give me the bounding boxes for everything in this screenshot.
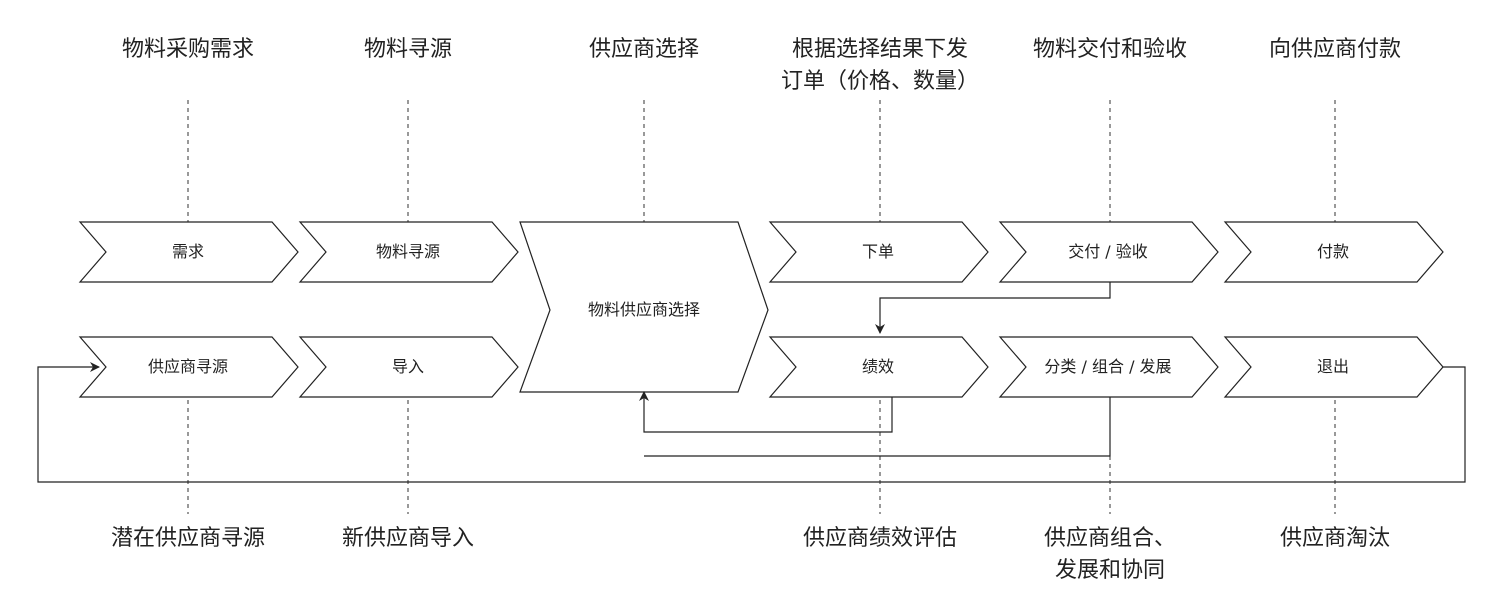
- chevron-label-delivery: 交付 / 验收: [1068, 242, 1148, 261]
- chevron-label-onboarding: 导入: [391, 357, 424, 376]
- chevron-label-exit: 退出: [1316, 357, 1349, 376]
- chevron-order: [768, 221, 989, 283]
- chevron-payment: [1223, 221, 1444, 283]
- chevron-exit: [1223, 336, 1444, 398]
- top-label-demand: 物料采购需求: [121, 37, 254, 62]
- chevron-label-supplier-sourcing: 供应商寻源: [147, 357, 228, 376]
- chevron-label-material-sourcing: 物料寻源: [375, 242, 440, 261]
- top-label-selection: 供应商选择: [588, 37, 699, 62]
- chevron-label-order: 下单: [861, 242, 894, 261]
- chevron-portfolio: [998, 336, 1219, 398]
- chevron-demand: [78, 221, 299, 283]
- bottom-label-onboarding: 新供应商导入: [341, 526, 474, 551]
- connector-exit-loop-to-sourcing: [37, 362, 1466, 483]
- top-label-payment: 向供应商付款: [1268, 37, 1401, 62]
- bottom-label-portfolio: 供应商组合、 发展和协同: [1043, 526, 1176, 583]
- top-label-sourcing: 物料寻源: [363, 37, 452, 62]
- connector-performance-to-selection: [639, 391, 893, 433]
- chevron-label-payment: 付款: [1316, 242, 1349, 261]
- bottom-label-potential: 潜在供应商寻源: [110, 526, 265, 551]
- chevron-delivery: [998, 221, 1219, 283]
- top-label-order: 根据选择结果下发 订单（价格、数量）: [780, 37, 979, 94]
- chevron-material-sourcing: [298, 221, 519, 283]
- bottom-label-elimination: 供应商淘汰: [1279, 526, 1390, 551]
- chevron-supplier-selection: [519, 221, 769, 393]
- connector-delivery-to-performance: [875, 282, 1111, 334]
- chevron-label-portfolio: 分类 / 组合 / 发展: [1044, 357, 1172, 376]
- chevron-onboarding: [298, 336, 519, 398]
- chevron-label-performance: 绩效: [861, 357, 894, 376]
- chevron-label-supplier-selection: 物料供应商选择: [587, 300, 700, 319]
- connector-portfolio-to-selection: [644, 397, 1111, 457]
- chevron-performance: [768, 336, 989, 398]
- bottom-label-evaluation: 供应商绩效评估: [802, 526, 957, 551]
- chevron-label-demand: 需求: [171, 242, 204, 261]
- chevron-supplier-sourcing: [78, 336, 299, 398]
- top-label-delivery: 物料交付和验收: [1032, 37, 1187, 62]
